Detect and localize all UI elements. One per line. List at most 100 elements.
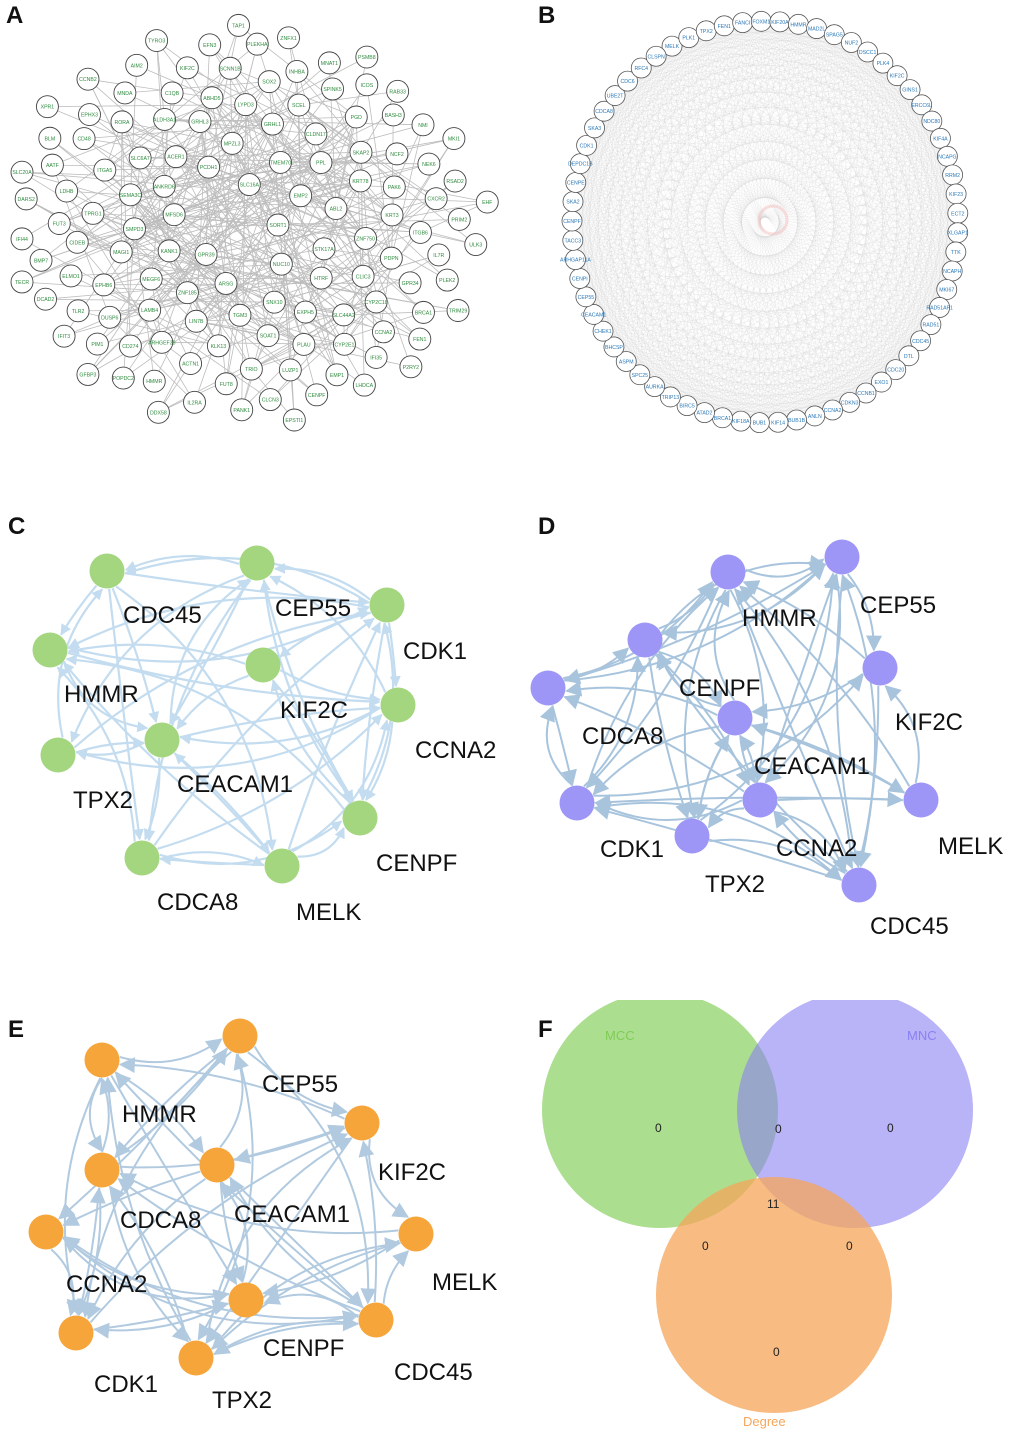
network-b-edge	[656, 56, 850, 403]
network-b-edge	[585, 296, 779, 423]
network-a-edge	[175, 156, 384, 333]
network-a-node: ANKRD6	[152, 174, 176, 198]
svgD-node-circle	[862, 650, 898, 686]
network-b-edge	[627, 80, 956, 253]
network-b-edge	[851, 42, 932, 325]
network-b-node-label: ERCC6L	[911, 103, 932, 109]
network-b-edge	[626, 21, 762, 362]
network-a-node-circle	[200, 86, 224, 110]
network-b-edge	[656, 56, 941, 139]
network-b-node: CDC6	[617, 70, 638, 92]
network-b-edge	[627, 24, 799, 82]
network-b-edge	[579, 278, 921, 341]
network-b-edge	[572, 56, 657, 202]
svgC-node: CDCA8	[124, 840, 238, 916]
network-a-node: CYP2E1	[332, 332, 356, 356]
network-a-edge	[205, 88, 333, 255]
network-a-node-circle	[424, 187, 448, 211]
network-a-node-label: GRHL1	[264, 122, 281, 128]
network-b-edge	[654, 213, 958, 387]
network-b-node-circle	[920, 314, 942, 335]
network-a-node-circle	[262, 290, 286, 314]
network-b-node-label: TRIP13	[662, 395, 680, 401]
network-b-edge	[586, 145, 815, 417]
svgE-node-label: CCNA2	[66, 1271, 147, 1298]
network-a-node-circle	[354, 226, 378, 250]
network-b-edge	[834, 34, 940, 308]
network-b-node-circle	[921, 110, 943, 132]
network-a-node-label: ARSG	[219, 281, 234, 287]
svgC-edge	[124, 554, 240, 572]
network-a-node-circle	[364, 290, 388, 314]
svgC-edge	[157, 713, 383, 850]
network-b-edge	[656, 56, 705, 413]
network-a-node-circle	[427, 243, 451, 267]
network-b-edge	[572, 89, 911, 202]
network-a-node-circle	[113, 81, 137, 105]
network-a-edge	[150, 278, 219, 347]
network-b-edge	[740, 232, 958, 422]
network-a-node-label: KRT3	[385, 213, 398, 219]
network-b-edge	[759, 174, 953, 423]
network-b-edge	[613, 346, 760, 423]
network-a-node-circle	[278, 358, 302, 382]
network-a-node-circle	[92, 273, 116, 297]
network-b-edge	[615, 28, 817, 96]
network-b-edge	[575, 75, 898, 183]
network-b-edge	[814, 232, 958, 416]
network-b-edge	[586, 34, 835, 146]
network-b-edge	[626, 25, 725, 362]
network-a-node: EMP1	[325, 363, 349, 387]
network-b-node: PLK1	[678, 27, 700, 48]
network-a-node-circle	[218, 56, 242, 80]
network-b-edge	[656, 56, 882, 383]
network-b-edge	[575, 182, 815, 417]
svgC-edge	[259, 579, 355, 802]
network-b-edge	[687, 381, 882, 406]
network-a-edge	[150, 278, 191, 364]
svgE-edge	[219, 1182, 249, 1283]
network-b-edge	[571, 220, 815, 417]
network-b-edge	[580, 22, 743, 164]
network-b-edge	[686, 174, 953, 406]
network-b-edge	[688, 37, 948, 157]
network-b-edge	[626, 355, 909, 362]
svgC-node-label: TPX2	[73, 787, 133, 814]
network-b-edge	[571, 220, 779, 423]
network-b-node-label: SKA2	[566, 200, 579, 206]
network-a-node-circle	[351, 264, 375, 288]
network-b-edge	[670, 270, 953, 398]
network-b-node: NCAPG	[936, 145, 958, 167]
network-b-edge	[626, 361, 815, 417]
network-a-node-label: SPINK5	[323, 87, 342, 93]
svgC-edge	[169, 578, 249, 725]
network-a-node-circle	[381, 103, 405, 127]
network-b-edge	[613, 270, 953, 348]
network-b-node: XLGAP1	[947, 222, 969, 244]
network-a-node: EHF	[475, 190, 499, 214]
network-b-edge	[654, 25, 725, 387]
network-a-node-circle	[324, 197, 348, 220]
network-a-node-label: SOAT1	[260, 334, 277, 340]
network-b-edge	[671, 45, 941, 139]
network-b-edge	[796, 24, 799, 421]
network-b-edge	[594, 127, 627, 362]
svgD-edge	[739, 585, 911, 787]
network-a-edge	[366, 84, 392, 259]
network-b-edge	[759, 289, 947, 423]
network-b-edge	[579, 81, 628, 279]
network-a-node: TPRG1	[81, 201, 105, 225]
network-b-edge	[593, 307, 940, 315]
network-a-node-label: TAP1	[232, 23, 245, 29]
network-b-edge	[572, 156, 948, 202]
svgD-edge	[742, 580, 866, 660]
svgE-edge	[234, 1125, 346, 1161]
network-a-node: LAMB4	[138, 298, 162, 322]
network-b-node-label: XLGAP1	[948, 231, 968, 237]
network-b-node-label: BUB1	[753, 421, 767, 427]
network-b-node: SKA3	[584, 117, 605, 139]
network-b-edge	[796, 138, 941, 421]
network-b-edge	[656, 56, 815, 416]
network-b-edge	[670, 193, 957, 398]
